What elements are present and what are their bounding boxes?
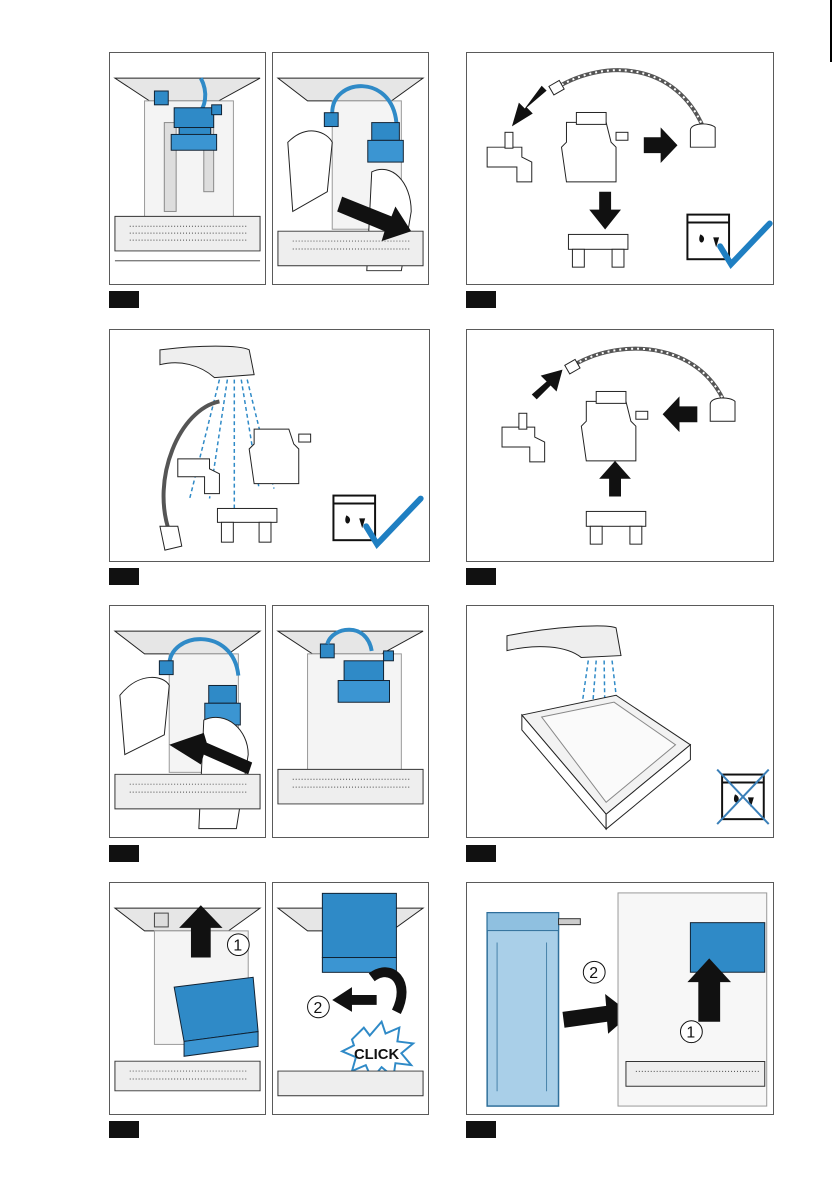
illustration-rinse-valve-parts — [109, 329, 430, 562]
illustration-remove-milk-valve — [272, 52, 429, 285]
svg-text:CLICK: CLICK — [354, 1047, 400, 1063]
illustration-lift-cover: 1 — [109, 882, 266, 1115]
page-margin-mark — [830, 0, 832, 62]
illustration-rinse-drip-tray — [466, 605, 774, 838]
water-tap-icon — [507, 626, 621, 658]
water-tap-icon — [160, 346, 254, 377]
svg-text:1: 1 — [686, 1025, 695, 1042]
step-tag-1: 1 — [109, 291, 139, 308]
step-tag-4: 4 — [466, 568, 496, 585]
illustration-milk-valve-installed — [109, 52, 266, 285]
step-tag-7: 7 — [109, 1121, 139, 1138]
svg-text:2: 2 — [589, 965, 598, 982]
not-dishwasher-safe-icon — [717, 770, 769, 825]
illustration-insert-milk-valve — [109, 605, 266, 838]
illustration-milk-valve-inserted — [272, 605, 429, 838]
illustration-insert-water-tank: 2 1 — [466, 882, 774, 1115]
illustration-reassemble-milk-valve — [466, 329, 774, 562]
svg-text:1: 1 — [233, 938, 242, 955]
step-tag-5: 5 — [109, 845, 139, 862]
step-tag-3: 3 — [109, 568, 139, 585]
illustration-disassemble-milk-valve — [466, 52, 774, 285]
illustration-cover-click-in: 2 CLICK — [272, 882, 429, 1115]
svg-text:2: 2 — [313, 1000, 322, 1017]
step-tag-8: 8 — [466, 1121, 496, 1138]
step-tag-2: 2 — [466, 291, 496, 308]
step-tag-6: 6 — [466, 845, 496, 862]
